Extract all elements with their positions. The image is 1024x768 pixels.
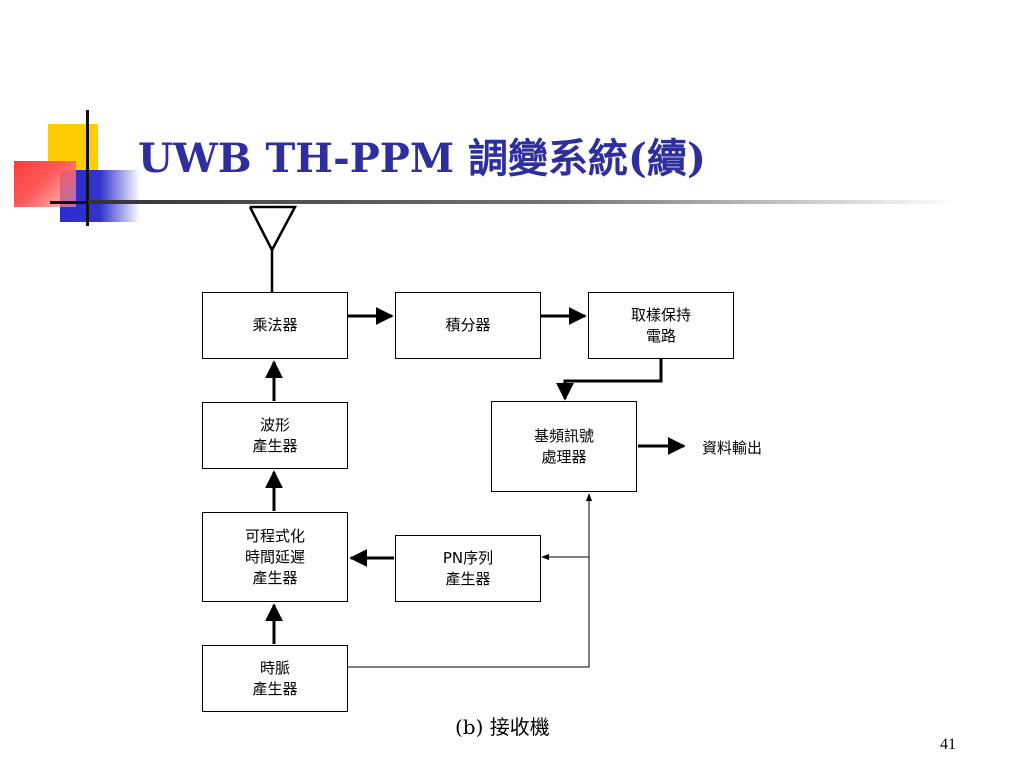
page-number: 41 (940, 736, 956, 753)
figure-caption: (b) 接收機 (455, 715, 550, 739)
waveform-generator-block: 波形 產生器 (202, 402, 348, 469)
programmable-delay-generator-block: 可程式化 時間延遲 產生器 (202, 512, 348, 602)
baseband-processor-block: 基頻訊號 處理器 (491, 401, 637, 492)
line-clock-to-baseband (348, 493, 593, 668)
multiplier-block: 乘法器 (202, 292, 348, 359)
sample-hold-block: 取樣保持 電路 (588, 292, 734, 359)
decor-red-square (14, 161, 76, 207)
integrator-block: 積分器 (395, 292, 541, 359)
decor-horizontal-line (50, 201, 110, 204)
slide-title: UWB TH-PPM 調變系統(續) (138, 135, 706, 182)
title-underline (88, 200, 958, 204)
antenna-icon (248, 205, 298, 292)
decor-vertical-line (86, 110, 89, 226)
data-output-label: 資料輸出 (702, 439, 763, 457)
clock-generator-block: 時脈 產生器 (202, 645, 348, 712)
arrow-sample-hold-to-baseband (556, 359, 663, 401)
pn-sequence-generator-block: PN序列 產生器 (395, 535, 541, 602)
